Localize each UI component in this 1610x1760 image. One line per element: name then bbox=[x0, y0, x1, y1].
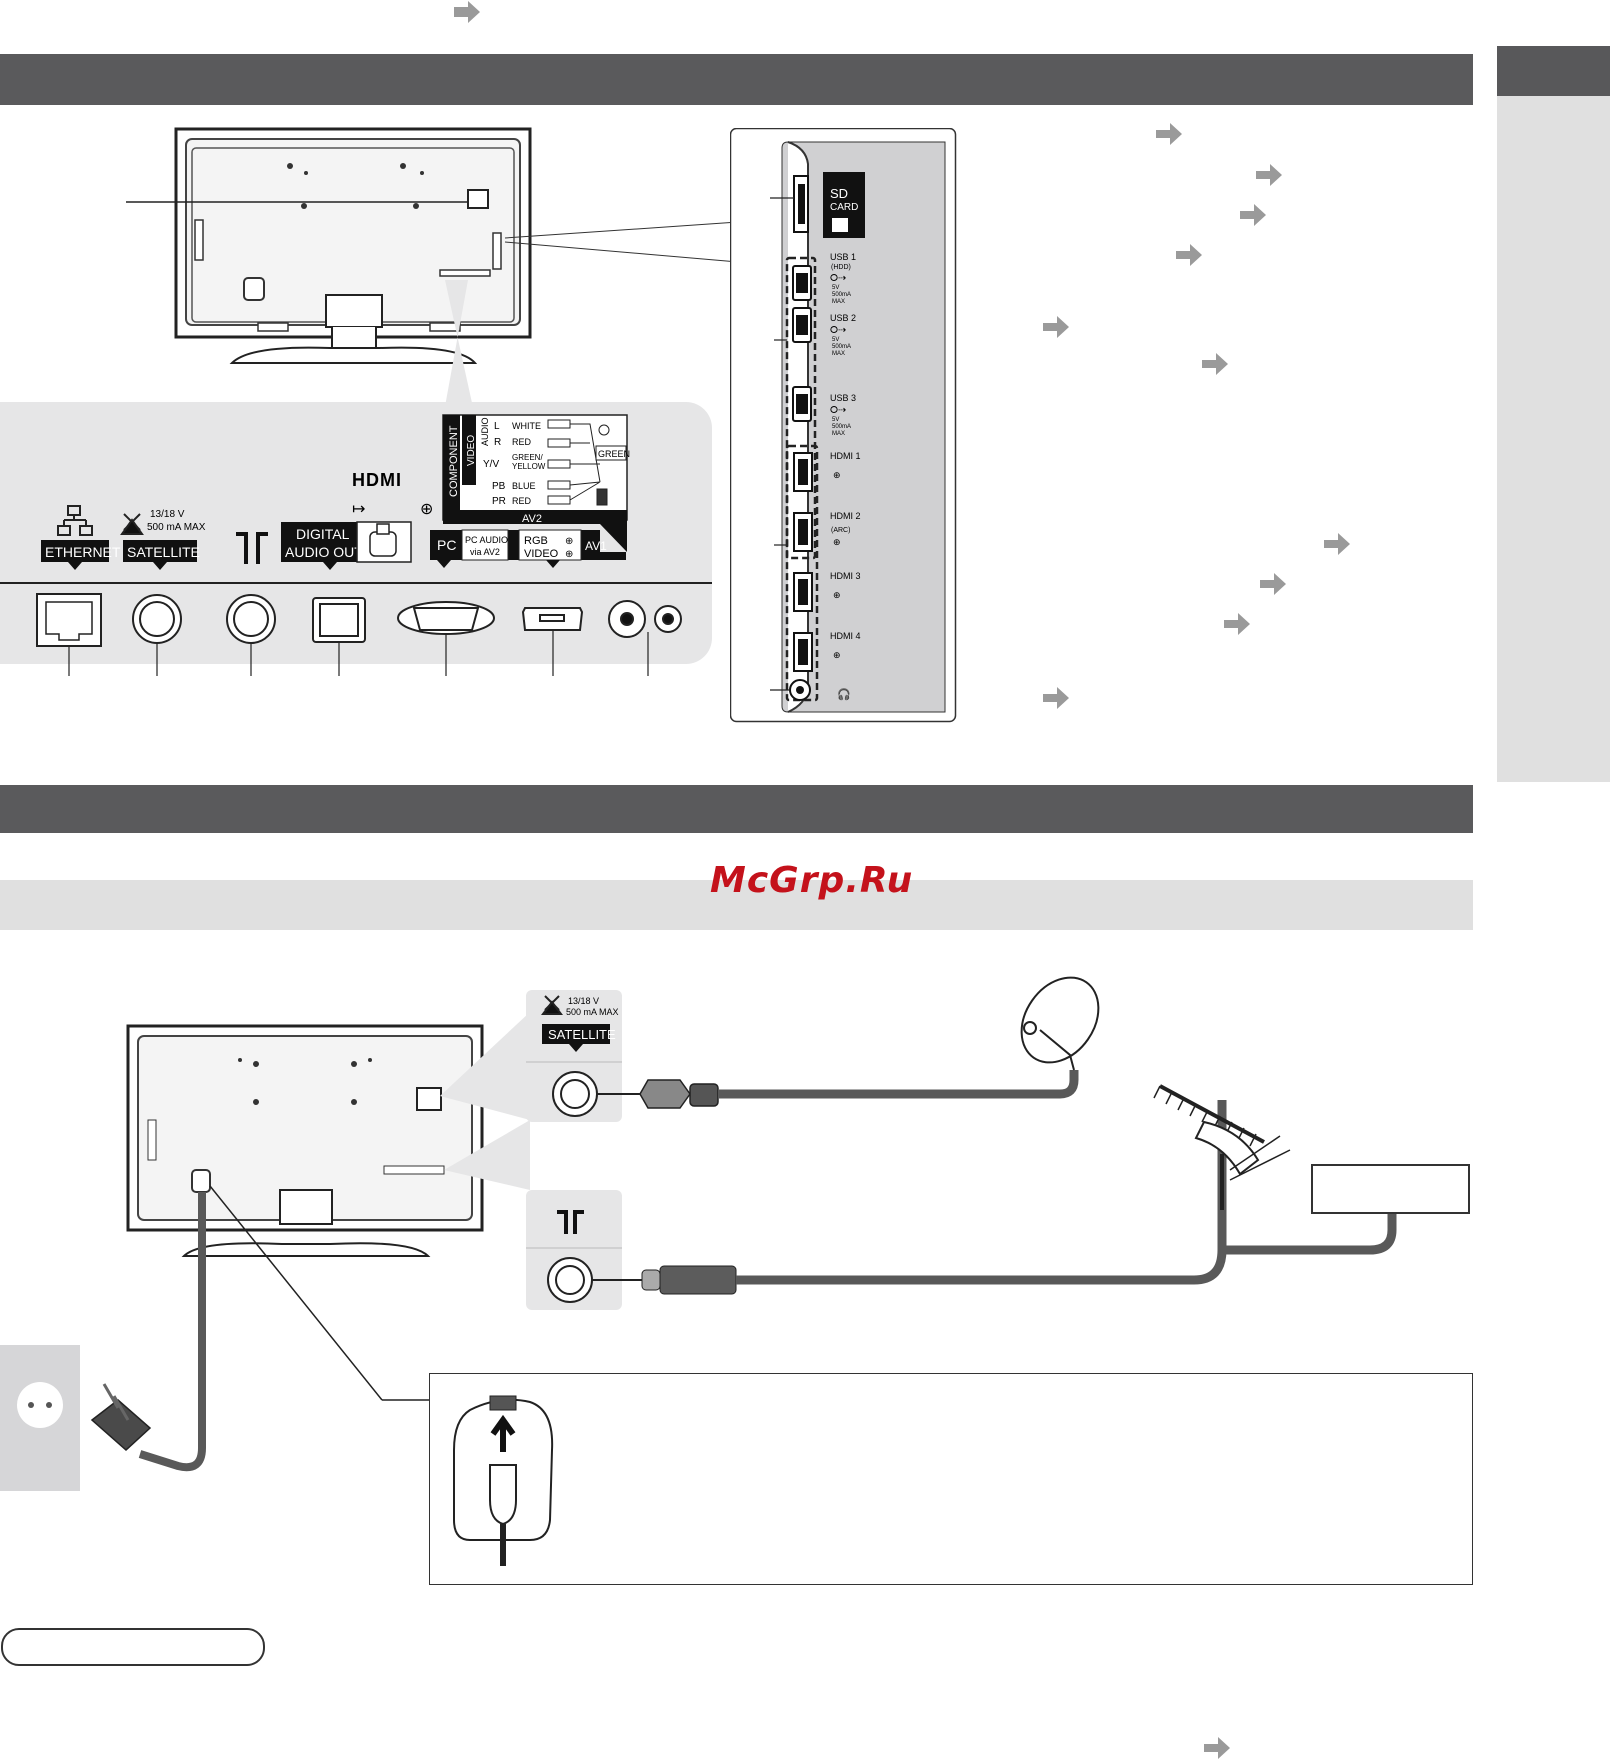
hdmi3-label: HDMI 3 bbox=[830, 571, 861, 581]
pc-audio-via-label: via AV2 bbox=[470, 547, 500, 557]
svg-text:500mA: 500mA bbox=[832, 424, 851, 430]
optical-connector-icon bbox=[369, 523, 397, 557]
section-header-bar bbox=[0, 54, 1473, 105]
av1-label: AV1 bbox=[585, 539, 607, 553]
component-label: COMPONENT bbox=[448, 425, 460, 497]
svg-text:↦: ↦ bbox=[352, 501, 365, 518]
hdmi1-label: HDMI 1 bbox=[830, 451, 861, 461]
card-label: CARD bbox=[830, 202, 858, 213]
av2-color: RED bbox=[512, 496, 532, 506]
av2-rows: L WHITE R RED Y/V GREEN/YELLOW PB BLUE P… bbox=[483, 421, 546, 507]
section-header-bar bbox=[0, 785, 1473, 833]
video-label: VIDEO bbox=[466, 435, 477, 466]
satellite-dish-icon bbox=[541, 995, 563, 1015]
side-panel-inset: SD CARD USB 1 (HDD) ⭘⇢ 5V 500mA MAX USB … bbox=[730, 128, 957, 723]
svg-text:⊕: ⊕ bbox=[565, 536, 573, 547]
subsection-header-bar bbox=[0, 880, 1473, 930]
svg-text:⊕: ⊕ bbox=[420, 501, 433, 518]
sd-label: SD bbox=[830, 186, 848, 201]
svg-text:⊕: ⊕ bbox=[833, 590, 841, 600]
ethernet-port bbox=[36, 593, 102, 647]
satellite-port bbox=[132, 594, 182, 644]
chapter-tab-dark bbox=[1497, 46, 1610, 96]
pc-label: PC bbox=[437, 537, 456, 553]
av2-color: RED bbox=[512, 437, 532, 447]
sat-spec-1: 13/18 V bbox=[568, 996, 599, 1006]
satellite-dish-illustration bbox=[1020, 976, 1100, 1071]
rear-connector-labels: HDMI ↦ ⊕ COMPONENT VIDEO AUDIO L WHITE R… bbox=[0, 414, 712, 676]
av2-sig: PR bbox=[492, 496, 506, 507]
f-connector-plug bbox=[639, 1079, 719, 1109]
power-plug-illustration bbox=[90, 1383, 152, 1452]
aerial-antenna-illustration bbox=[1153, 1084, 1291, 1210]
svg-text:MAX: MAX bbox=[832, 431, 845, 437]
svg-text:500mA: 500mA bbox=[832, 344, 851, 350]
usb-icon: ⭘⇢ bbox=[830, 325, 846, 336]
svg-text:MAX: MAX bbox=[832, 351, 845, 357]
watermark: McGrp.Ru bbox=[710, 860, 914, 901]
av2-sig: L bbox=[494, 421, 500, 432]
hdmi4-label: HDMI 4 bbox=[830, 631, 861, 641]
reference-arrow-icon bbox=[454, 1, 480, 23]
hdmi2-label: HDMI 2 bbox=[830, 511, 861, 521]
svg-text:⊕: ⊕ bbox=[833, 537, 841, 547]
av1-rca-ports bbox=[608, 600, 682, 638]
note-label-pill bbox=[1, 1628, 265, 1666]
satellite-label: SATELLITE bbox=[548, 1027, 616, 1042]
usb1-label: USB 1 bbox=[830, 252, 856, 262]
headphone-icon: 🎧 bbox=[837, 688, 851, 701]
av2-color: BLUE bbox=[512, 481, 536, 491]
usb-icon: ⭘⇢ bbox=[830, 405, 846, 416]
antenna-terminal-icon bbox=[236, 532, 268, 564]
usb2-label: USB 2 bbox=[830, 313, 856, 323]
sat-spec-2: 500 mA MAX bbox=[566, 1007, 619, 1017]
chapter-tab-light bbox=[1497, 96, 1610, 782]
ethernet-label: ETHERNET bbox=[45, 544, 121, 560]
svg-text:⊕: ⊕ bbox=[833, 470, 841, 480]
av2-color: GREEN/YELLOW bbox=[512, 453, 546, 471]
pc-audio-label: PC AUDIO bbox=[465, 535, 508, 545]
tv-rear-illustration bbox=[126, 127, 532, 364]
av2-label: AV2 bbox=[522, 513, 542, 525]
av2-color: WHITE bbox=[512, 421, 541, 431]
svg-text:⊕: ⊕ bbox=[565, 549, 573, 560]
optical-port bbox=[312, 597, 366, 643]
hdmi-logo: HDMI bbox=[352, 470, 402, 490]
usb3-label: USB 3 bbox=[830, 393, 856, 403]
audio-out-label: AUDIO OUT bbox=[285, 544, 363, 560]
sat-spec-2: 500 mA MAX bbox=[147, 522, 206, 533]
callout-lines bbox=[444, 221, 739, 412]
satellite-label: SATELLITE bbox=[127, 544, 200, 560]
svg-text:5V: 5V bbox=[832, 337, 839, 343]
satellite-dish-icon bbox=[120, 513, 144, 535]
sat-spec-1: 13/18 V bbox=[150, 509, 185, 520]
scart-port bbox=[521, 607, 584, 631]
audio-label: AUDIO bbox=[480, 417, 490, 446]
usb1-hdd-label: (HDD) bbox=[831, 264, 851, 271]
svg-text:MAX: MAX bbox=[832, 299, 845, 305]
rgb-label: RGB bbox=[524, 535, 548, 547]
svg-text:5V: 5V bbox=[832, 285, 839, 291]
av2-sig: Y/V bbox=[483, 459, 499, 470]
av2-sig: R bbox=[494, 437, 501, 448]
ethernet-network-icon bbox=[57, 505, 93, 536]
av2-sig: PB bbox=[492, 481, 506, 492]
power-cord-detail-box bbox=[429, 1373, 1473, 1585]
hdmi2-arc-label: (ARC) bbox=[831, 527, 850, 534]
green-label: GREEN bbox=[598, 449, 630, 459]
svg-text:500mA: 500mA bbox=[832, 292, 851, 298]
video-label-av1: VIDEO bbox=[524, 548, 559, 560]
power-cord-connection-illustration bbox=[453, 1395, 554, 1566]
svg-text:⊕: ⊕ bbox=[833, 650, 841, 660]
antenna-plug bbox=[641, 1265, 737, 1295]
digital-label: DIGITAL bbox=[296, 526, 350, 542]
svg-text:5V: 5V bbox=[832, 417, 839, 423]
usb-icon: ⭘⇢ bbox=[830, 273, 846, 284]
antenna-terminal-icon bbox=[557, 1210, 584, 1234]
connection-diagram: 13/18 V 500 mA MAX SATELLITE bbox=[0, 976, 1470, 1491]
